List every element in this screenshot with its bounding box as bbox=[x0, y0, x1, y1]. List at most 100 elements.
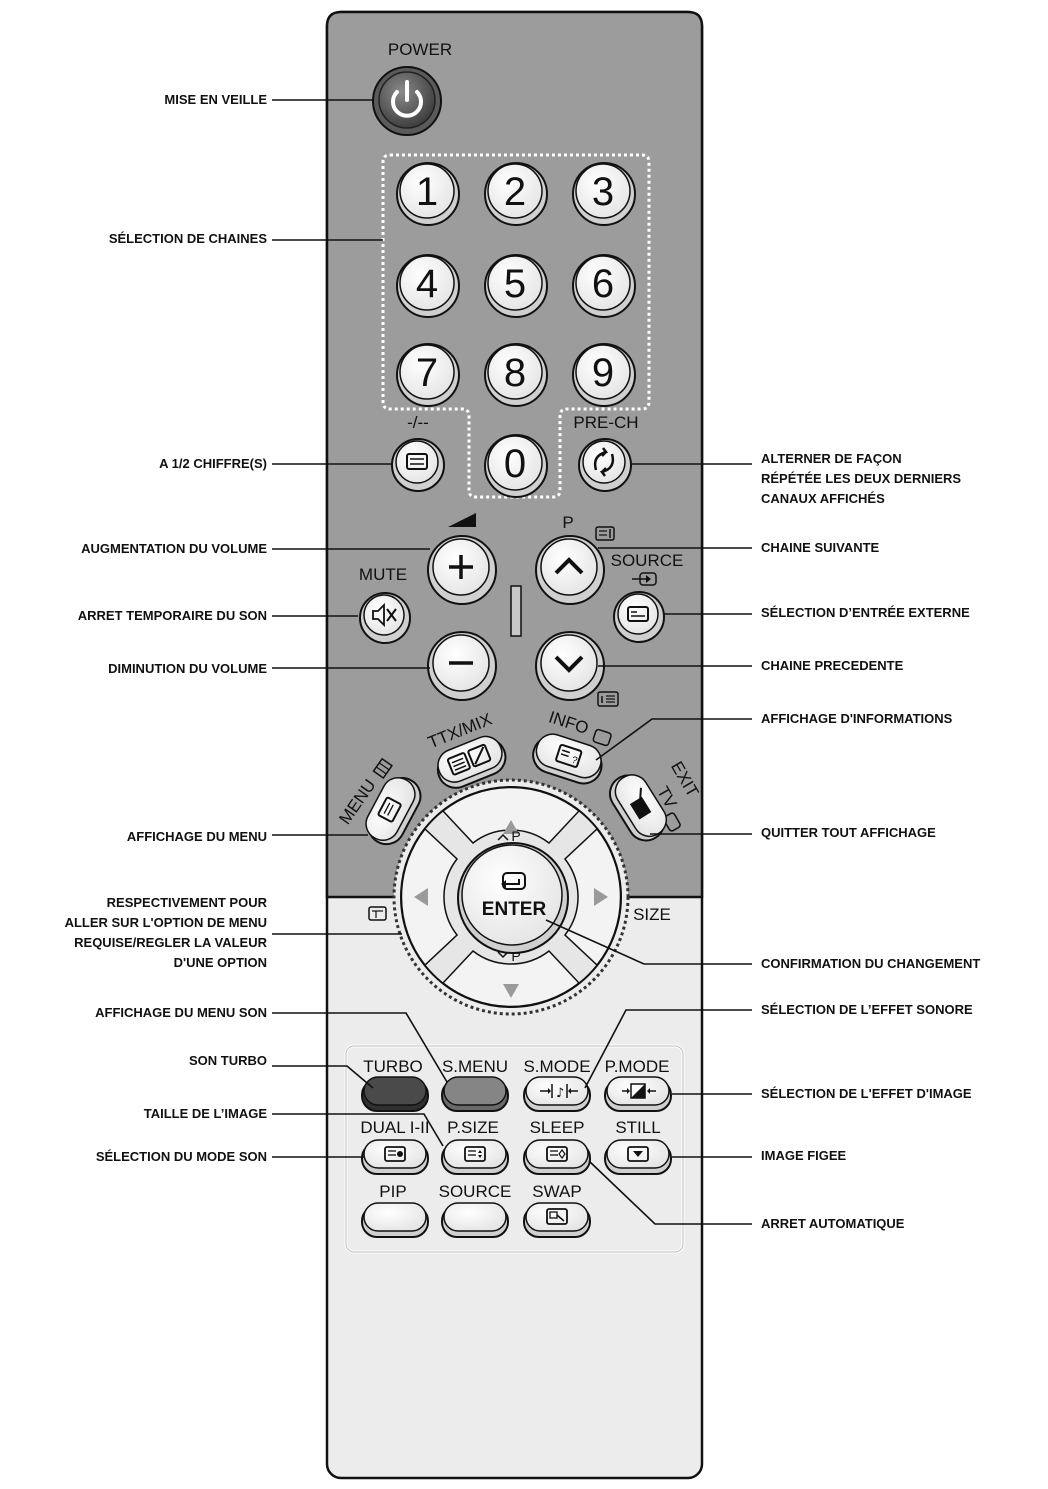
picture-size-icon bbox=[464, 1146, 486, 1162]
exit-arrow-icon bbox=[629, 787, 652, 820]
psize-button[interactable] bbox=[441, 1139, 509, 1175]
source2-button[interactable] bbox=[441, 1202, 509, 1238]
label-channel-select: SÉLECTION DE CHAINES bbox=[108, 231, 267, 246]
leader-smode bbox=[584, 1009, 752, 1089]
pip-button[interactable] bbox=[361, 1202, 429, 1238]
digit-8-button[interactable]: 8 bbox=[484, 343, 548, 407]
turbo-button[interactable] bbox=[361, 1076, 429, 1112]
exit-button[interactable] bbox=[603, 767, 673, 847]
lower-panel-border bbox=[345, 1045, 684, 1253]
power-button[interactable] bbox=[372, 66, 442, 136]
pmode-button[interactable] bbox=[604, 1076, 672, 1112]
nav-right-button[interactable] bbox=[563, 827, 622, 967]
arrow-up-icon bbox=[503, 820, 519, 834]
ttx-mix-button[interactable] bbox=[431, 731, 511, 793]
label-navigation: RESPECTIVEMENT POUR ALLER SUR L'OPTION D… bbox=[64, 895, 267, 970]
digit-4-button[interactable]: 4 bbox=[396, 254, 460, 318]
freeze-icon bbox=[627, 1146, 649, 1162]
digit-1-button[interactable]: 1 bbox=[396, 162, 460, 226]
digit-label: 6 bbox=[592, 262, 614, 306]
nav-up-button[interactable] bbox=[441, 786, 581, 845]
svg-text:?: ? bbox=[570, 755, 579, 767]
digit-label: 0 bbox=[504, 442, 526, 486]
sleep-timer-icon bbox=[546, 1146, 568, 1162]
digit-3-button[interactable]: 3 bbox=[572, 162, 636, 226]
label-prech: ALTERNER DE FAÇON RÉPÉTÉE LES DEUX DERNI… bbox=[761, 451, 962, 506]
prech-button[interactable] bbox=[578, 438, 632, 492]
label-sound-mode: SÉLECTION DU MODE SON bbox=[95, 1149, 267, 1164]
dual-button[interactable] bbox=[361, 1139, 429, 1175]
digit-9-button[interactable]: 9 bbox=[572, 343, 636, 407]
digit-5-button[interactable]: 5 bbox=[484, 254, 548, 318]
label-picture-size: TAILLE DE L’IMAGE bbox=[143, 1106, 267, 1121]
volume-ramp-icon bbox=[448, 513, 476, 527]
volume-up-button[interactable] bbox=[427, 535, 497, 605]
leader-info bbox=[595, 718, 752, 761]
digits-group-outline bbox=[381, 153, 651, 499]
digit-label: 7 bbox=[416, 351, 438, 395]
channel-down-button[interactable] bbox=[535, 631, 605, 701]
size-text: SIZE bbox=[633, 905, 671, 924]
sound-effect-icon: ♪ bbox=[540, 1084, 578, 1101]
label-menu: AFFICHAGE DU MENU bbox=[126, 829, 267, 844]
nav-left-button[interactable] bbox=[400, 827, 459, 967]
pip-swap-icon bbox=[546, 1208, 568, 1225]
leader-psize bbox=[272, 1113, 444, 1147]
label-still: IMAGE FIGEE bbox=[761, 1148, 847, 1163]
source-text: SOURCE bbox=[611, 551, 684, 570]
teletext-subpage-icon bbox=[368, 906, 387, 921]
mute-text: MUTE bbox=[359, 565, 407, 584]
swap-button[interactable] bbox=[523, 1202, 591, 1238]
label-sleep: ARRET AUTOMATIQUE bbox=[761, 1216, 905, 1231]
label-standby: MISE EN VEILLE bbox=[164, 92, 267, 107]
psize-text: P.SIZE bbox=[447, 1118, 499, 1137]
dash-text: -/-- bbox=[407, 413, 429, 432]
dual-text: DUAL I-II bbox=[360, 1118, 429, 1137]
navigation-pad: P P ENTER bbox=[392, 778, 630, 1016]
label-sound-effect: SÉLECTION DE L’EFFET SONORE bbox=[761, 1002, 973, 1017]
info-button[interactable]: ? bbox=[528, 729, 607, 788]
svg-text:♪: ♪ bbox=[556, 1086, 564, 1101]
mute-button[interactable] bbox=[359, 592, 411, 644]
arrow-left-icon bbox=[414, 888, 428, 906]
leader-smenu bbox=[272, 1012, 448, 1083]
leader-lines bbox=[272, 99, 752, 1225]
chevron-down-icon bbox=[554, 655, 584, 673]
arrow-right-icon bbox=[594, 888, 608, 906]
row2-buttons bbox=[361, 1139, 672, 1175]
label-source: SÉLECTION D’ENTRÉE EXTERNE bbox=[761, 605, 970, 620]
label-volume-up: AUGMENTATION DU VOLUME bbox=[81, 541, 267, 556]
digit-6-button[interactable]: 6 bbox=[572, 254, 636, 318]
enter-button[interactable]: ENTER bbox=[457, 842, 569, 954]
smode-button[interactable]: ♪ bbox=[523, 1076, 591, 1112]
center-indicator bbox=[510, 585, 522, 637]
channel-up-button[interactable] bbox=[535, 535, 605, 605]
pip-text: PIP bbox=[379, 1182, 406, 1201]
digit-2-button[interactable]: 2 bbox=[484, 162, 548, 226]
swap-text: SWAP bbox=[532, 1182, 581, 1201]
volume-down-button[interactable] bbox=[427, 631, 497, 701]
label-picture-effect: SÉLECTION DE L'EFFET D'IMAGE bbox=[761, 1086, 972, 1101]
smenu-button[interactable] bbox=[441, 1076, 509, 1112]
chevron-up-icon bbox=[554, 557, 584, 575]
source-button[interactable] bbox=[613, 591, 665, 643]
digit-label: 9 bbox=[592, 351, 614, 395]
label-sound-menu: AFFICHAGE DU MENU SON bbox=[95, 1005, 267, 1020]
digit-7-button[interactable]: 7 bbox=[396, 343, 460, 407]
info-screen-icon: ? bbox=[555, 743, 583, 768]
sleep-text: SLEEP bbox=[530, 1118, 585, 1137]
menu-button[interactable] bbox=[359, 770, 426, 850]
exit-tv-icon bbox=[663, 812, 681, 832]
digit-label: 4 bbox=[416, 262, 438, 306]
prech-text: PRE-CH bbox=[573, 413, 638, 432]
digit-0-button[interactable]: 0 bbox=[484, 434, 548, 498]
dash-button[interactable] bbox=[391, 438, 445, 492]
digit-label: 5 bbox=[504, 262, 526, 306]
still-button[interactable] bbox=[604, 1139, 672, 1175]
dash-icon bbox=[406, 453, 428, 470]
leader-turbo bbox=[272, 1065, 374, 1089]
sleep-button[interactable] bbox=[523, 1139, 591, 1175]
nav-down-button[interactable] bbox=[441, 949, 581, 1008]
